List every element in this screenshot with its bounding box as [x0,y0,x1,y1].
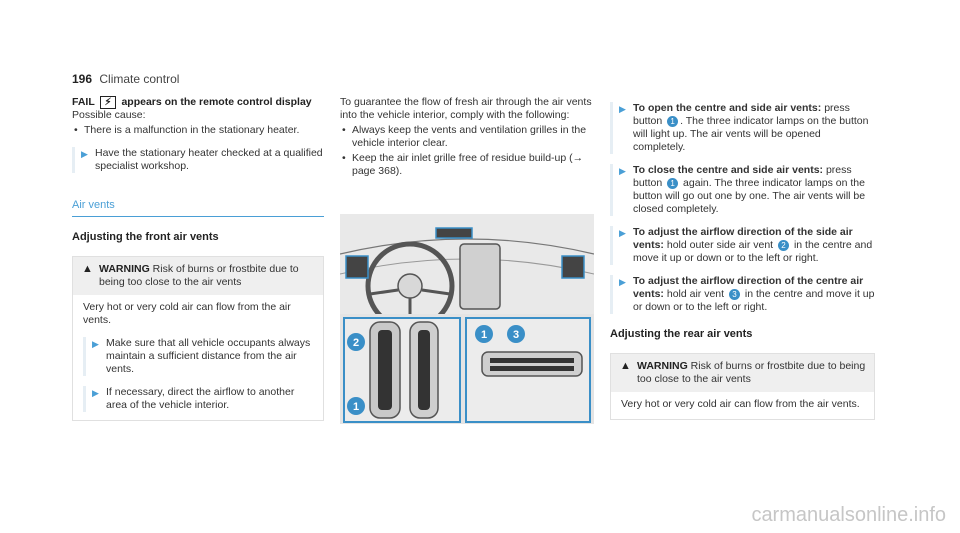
possible-cause-label: Possible cause: [72,109,146,121]
subheading: Adjusting the rear air vents [610,328,753,340]
warning-box: ▲ WARNING Risk of burns or frostbite due… [610,353,875,420]
heater-fault-icon: ⚡︎ [100,96,116,109]
step-arrow-icon: ▶ [619,277,626,287]
callout-2-icon [347,333,365,351]
list-item: There is a malfunction in the stationary… [72,124,324,137]
callout-3-icon [507,325,525,343]
callout-2-icon: 2 [778,239,790,251]
warning-box: ▲ WARNING Risk of burns or frostbite due… [72,256,324,421]
warning-header: ▲ WARNING Risk of burns or frostbite due… [73,257,323,295]
warning-header: ▲ WARNING Risk of burns or frostbite due… [611,354,874,392]
step-item: ▶ Have the stationary heater checked at … [72,147,324,173]
air-vent-illustration: 2 1 1 3 [339,214,595,424]
step-item: ▶ If necessary, direct the airflow to an… [83,386,313,412]
step-item: ▶ To open the centre and side air vents:… [610,102,875,154]
column-2: To guarantee the flow of fresh air throu… [340,96,592,180]
step-arrow-icon: ▶ [92,388,99,398]
fault-heading: FAIL ⚡︎ appears on the remote control di… [72,96,312,109]
callout-1-icon: 1 [667,115,679,127]
step-arrow-icon: ▶ [619,166,626,176]
column-1: FAIL ⚡︎ appears on the remote control di… [72,96,324,421]
step-item: ▶ Make sure that all vehicle occupants a… [83,337,313,376]
column-3: ▶ To open the centre and side air vents:… [610,96,875,420]
step-arrow-icon: ▶ [619,104,626,114]
step-arrow-icon: ▶ [92,339,99,349]
cause-list: There is a malfunction in the stationary… [72,124,324,137]
guidance-list: Always keep the vents and ventilation gr… [340,124,592,178]
step-arrow-icon: ▶ [619,228,626,238]
section-name: Climate control [99,72,180,86]
watermark: carmanualsonline.info [751,504,946,526]
list-item: Always keep the vents and ventilation gr… [340,124,592,150]
warning-triangle-icon: ▲ [82,263,93,275]
warning-triangle-icon: ▲ [620,360,631,372]
callout-1-icon [475,325,493,343]
step-item: ▶ To adjust the airflow direction of the… [610,275,875,314]
air-vent-figure: 2 1 1 3 [339,214,595,424]
warning-body: Very hot or very cold air can flow from … [73,295,323,420]
subheading: Adjusting the front air vents [72,231,219,243]
warning-body: Very hot or very cold air can flow from … [621,398,860,410]
callout-label: 3 [513,329,519,341]
callout-1-icon: 1 [667,177,679,189]
callout-label: 1 [481,329,487,341]
step-item: ▶ To adjust the airflow direction of the… [610,226,875,265]
callout-label: 2 [353,337,359,349]
callout-1-icon [347,397,365,415]
intro-text: To guarantee the flow of fresh air throu… [340,96,592,121]
step-arrow-icon: ▶ [81,149,88,159]
callout-3-icon: 3 [728,288,740,300]
page-number: 196 [72,72,93,86]
list-item: Keep the air inlet grille free of residu… [340,152,592,178]
page-header: 196 Climate control [72,72,179,86]
callout-label: 1 [353,401,359,413]
step-item: ▶ To close the centre and side air vents… [610,164,875,216]
section-title: Air vents [72,199,324,217]
